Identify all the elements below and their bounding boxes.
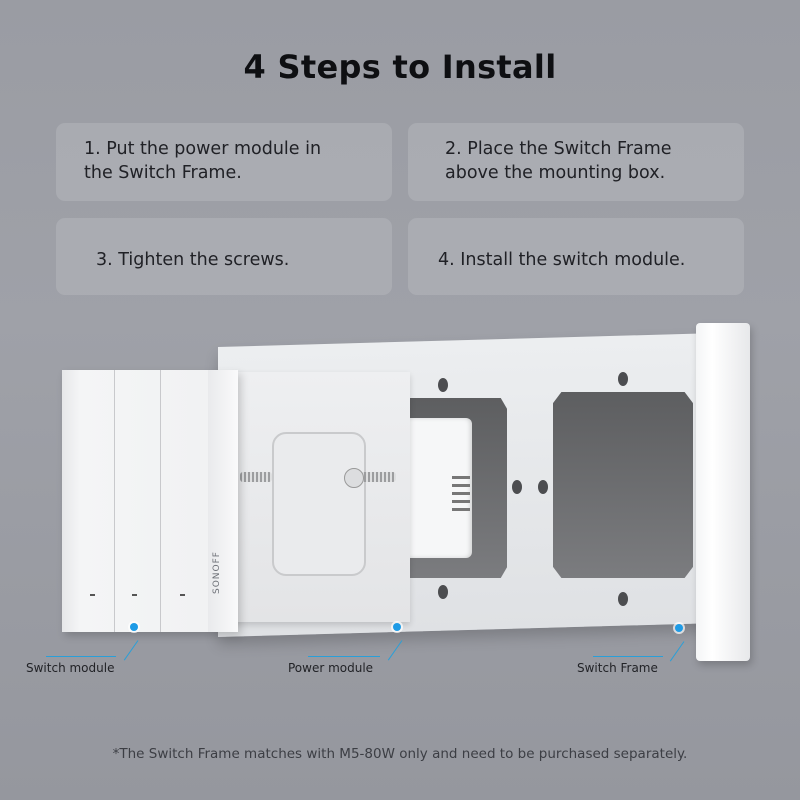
callout-leader <box>46 656 116 657</box>
callout-label-power-module: Power module <box>288 661 374 675</box>
step-1-line-2: the Switch Frame. <box>84 163 242 183</box>
relay-pin <box>452 508 470 511</box>
gang-divider <box>160 370 161 632</box>
step-card-4: 4. Install the switch module. <box>408 218 744 295</box>
power-module-bracket <box>272 432 366 576</box>
screw-head-icon <box>344 468 364 488</box>
callout-leader <box>387 640 403 661</box>
footnote: *The Switch Frame matches with M5-80W on… <box>112 746 688 762</box>
page-title: 4 Steps to Install <box>243 48 557 86</box>
step-2-line-2: above the mounting box. <box>445 163 666 183</box>
screw-hole <box>438 378 448 392</box>
step-3-text: 3. Tighten the screws. <box>96 250 290 270</box>
switch-module-side <box>208 370 238 632</box>
switch-module <box>62 370 238 632</box>
callout-leader <box>308 656 380 657</box>
callout-dot-switch-frame <box>675 624 683 632</box>
relay-pin <box>452 476 470 479</box>
callout-label-switch-module: Switch module <box>26 661 115 675</box>
callout-dot-switch-module <box>130 623 138 631</box>
led-indicator <box>132 594 137 596</box>
led-indicator <box>180 594 185 596</box>
step-1-text: 1. Put the power module in the Switch Fra… <box>84 137 321 185</box>
screw-hole <box>512 480 522 494</box>
callout-dot-power-module <box>393 623 401 631</box>
step-card-1: 1. Put the power module in the Switch Fra… <box>56 123 392 201</box>
step-4-text: 4. Install the switch module. <box>438 250 686 270</box>
step-2-text: 2. Place the Switch Frame above the mount… <box>445 137 672 185</box>
power-module <box>232 372 410 622</box>
relay-block <box>400 418 472 558</box>
mounting-box-opening-2 <box>553 392 693 578</box>
screw-hole <box>618 592 628 606</box>
callout-leader <box>593 656 663 657</box>
screw-icon <box>240 472 272 482</box>
step-card-2: 2. Place the Switch Frame above the mount… <box>408 123 744 201</box>
product-illustration: SONOFF Switch module Power module Switch… <box>0 300 800 720</box>
step-card-3: 3. Tighten the screws. <box>56 218 392 295</box>
screw-hole <box>538 480 548 494</box>
callout-label-switch-frame: Switch Frame <box>577 661 658 675</box>
screw-hole <box>438 585 448 599</box>
callout-leader <box>123 640 139 661</box>
relay-pin <box>452 484 470 487</box>
switch-frame-endcap <box>696 323 750 661</box>
brand-logo: SONOFF <box>212 551 222 594</box>
relay-pin <box>452 500 470 503</box>
screw-icon <box>360 472 396 482</box>
screw-hole <box>618 372 628 386</box>
relay-pin <box>452 492 470 495</box>
step-1-line-1: 1. Put the power module in <box>84 139 322 159</box>
led-indicator <box>90 594 95 596</box>
step-2-line-1: 2. Place the Switch Frame <box>445 139 672 159</box>
callout-leader <box>669 641 685 662</box>
gang-divider <box>114 370 115 632</box>
